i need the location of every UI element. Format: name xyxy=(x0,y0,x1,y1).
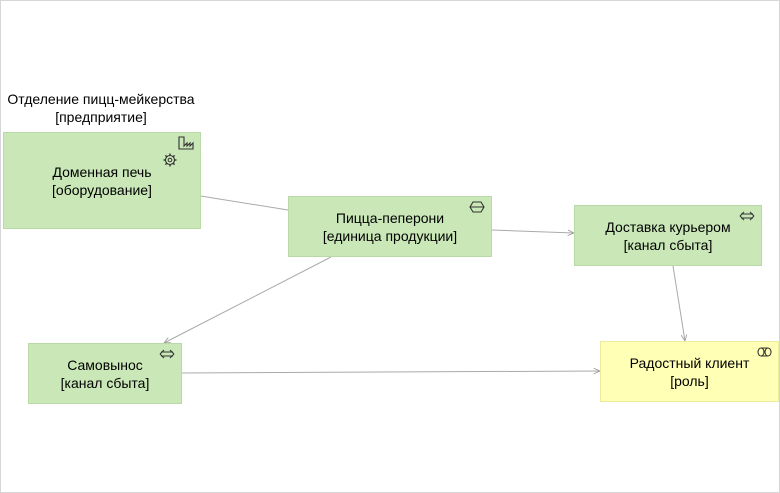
node-pech-type: [оборудование] xyxy=(52,181,152,198)
node-pech[interactable]: Доменная печь [оборудование] xyxy=(3,132,201,229)
role-icon xyxy=(757,347,772,357)
factory-icon xyxy=(178,136,194,150)
channel-icon xyxy=(739,211,755,221)
group-name: Отделение пицц-мейкерства xyxy=(7,91,195,107)
node-courier-type: [канал сбыта] xyxy=(623,236,713,253)
group-title: Отделение пицц-мейкерства [предприятие] xyxy=(1,90,201,126)
node-pizza[interactable]: Пицца-пеперони [единица продукции] xyxy=(288,196,492,257)
gear-icon xyxy=(163,153,177,167)
node-courier[interactable]: Доставка курьером [канал сбыта] xyxy=(574,205,762,266)
node-client[interactable]: Радостный клиент [роль] xyxy=(600,341,779,402)
node-client-name: Радостный клиент xyxy=(629,354,750,371)
node-pickup[interactable]: Самовынос [канал сбыта] xyxy=(28,343,182,404)
node-pizza-name: Пицца-пеперони xyxy=(335,209,445,226)
channel-icon xyxy=(159,349,175,359)
product-icon xyxy=(469,201,485,213)
node-pech-name: Доменная печь xyxy=(52,163,152,180)
group-type: [предприятие] xyxy=(55,109,147,125)
edge-courier-to-client[interactable] xyxy=(672,265,685,341)
edge-pizza-to-courier[interactable] xyxy=(491,229,574,233)
node-courier-name: Доставка курьером xyxy=(605,218,731,235)
node-pickup-name: Самовынос xyxy=(67,356,143,373)
node-pickup-type: [канал сбыта] xyxy=(60,374,150,391)
node-pizza-type: [единица продукции] xyxy=(322,227,458,244)
edge-pizza-to-pickup[interactable] xyxy=(164,256,332,343)
edge-pickup-to-client[interactable] xyxy=(181,371,600,373)
node-client-type: [роль] xyxy=(670,372,709,389)
